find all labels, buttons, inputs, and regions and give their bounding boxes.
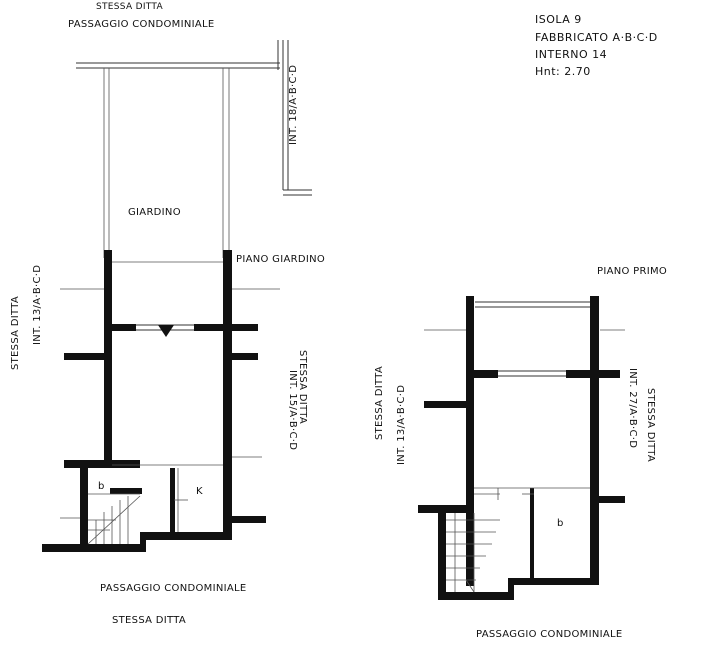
bottom-owner-label: STESSA DITTA — [112, 615, 186, 626]
wall — [80, 460, 88, 552]
kitchen-label: K — [196, 486, 203, 497]
wall — [110, 488, 142, 494]
ground-floor-plan: STESSA DITTA PASSAGGIO CONDOMINIALE GIAR… — [10, 2, 325, 626]
wall — [590, 296, 599, 581]
staircase — [87, 493, 141, 545]
wall — [474, 370, 498, 378]
wall — [599, 496, 625, 503]
wall — [223, 250, 232, 540]
wall — [232, 516, 266, 523]
wall — [140, 532, 146, 552]
first-left-owner-label: STESSA DITTA — [374, 366, 385, 440]
unit-label: INTERNO 14 — [535, 48, 607, 61]
wall — [530, 488, 534, 578]
right-owner-label: STESSA DITTA — [297, 350, 308, 424]
wall — [170, 468, 175, 532]
wall — [566, 370, 620, 378]
wall — [104, 324, 136, 331]
left-owner-label: STESSA DITTA — [10, 296, 21, 370]
staircase — [446, 513, 500, 593]
building-label: FABBRICATO A·B·C·D — [535, 31, 658, 44]
first-bottom-passage-label: PASSAGGIO CONDOMINIALE — [476, 629, 623, 640]
top-owner-label: STESSA DITTA — [96, 2, 164, 12]
left-ref-label: INT. 13/A·B·C·D — [32, 265, 43, 345]
wall — [508, 578, 599, 585]
height-label: Hnt: 2.70 — [535, 65, 591, 78]
first-left-ref-label: INT. 13/A·B·C·D — [396, 385, 407, 465]
ground-floor-label: PIANO GIARDINO — [236, 254, 325, 265]
title-block: ISOLA 9 FABBRICATO A·B·C·D INTERNO 14 Hn… — [535, 13, 658, 78]
wall — [508, 578, 514, 600]
first-right-ref-label: INT. 27/A·B·C·D — [627, 368, 638, 448]
wall — [424, 401, 466, 408]
top-passage-label: PASSAGGIO CONDOMINIALE — [68, 19, 215, 30]
bottom-passage-label: PASSAGGIO CONDOMINIALE — [100, 583, 247, 594]
wall — [140, 532, 232, 540]
wall — [194, 324, 258, 331]
garden-label: GIARDINO — [128, 207, 181, 218]
wall — [64, 460, 140, 468]
wall — [232, 353, 258, 360]
entry-arrow-icon — [158, 325, 174, 337]
first-bath-label: b — [557, 518, 564, 529]
first-right-owner-label: STESSA DITTA — [645, 388, 656, 462]
wall — [466, 296, 474, 586]
wall — [438, 505, 446, 600]
wall — [42, 544, 146, 552]
right-ref-label: INT. 15/A·B·C·D — [287, 370, 298, 450]
ground-bath-label: b — [98, 481, 105, 492]
wall — [438, 592, 514, 600]
right-top-ref-label: INT. 18/A·B·C·D — [288, 65, 299, 145]
wall — [64, 353, 112, 360]
first-floor-label: PIANO PRIMO — [597, 266, 667, 277]
island-label: ISOLA 9 — [535, 13, 582, 26]
first-floor-plan: PIANO PRIMO — [374, 266, 667, 640]
